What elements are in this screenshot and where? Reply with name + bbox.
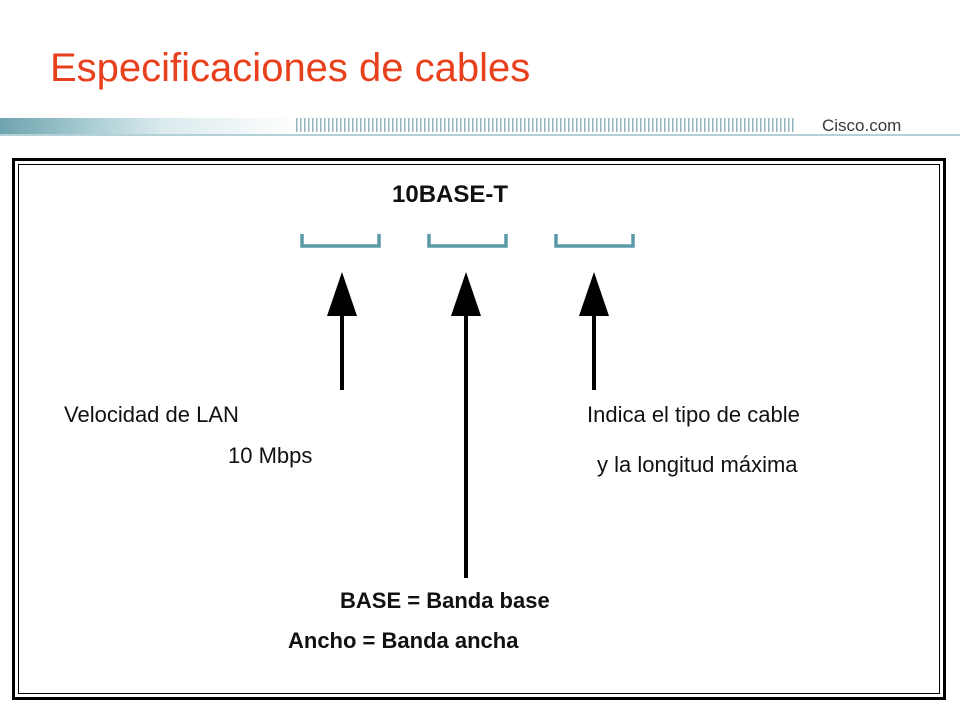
arrow-speed-head <box>327 272 357 316</box>
arrow-group <box>327 272 609 578</box>
cable-type-label-line1: Indica el tipo de cable <box>587 402 800 427</box>
diagram-inner-border <box>18 164 940 694</box>
bracket-cable-type <box>554 234 635 248</box>
cable-type-label-line2: y la longitud máxima <box>597 452 798 477</box>
speed-label-line2: 10 Mbps <box>228 443 313 468</box>
arrow-signaling-head <box>451 272 481 316</box>
bracket-group <box>300 234 635 248</box>
cisco-brand-logo: Cisco.com <box>822 116 902 135</box>
standard-code-label: 10BASE-T <box>392 181 509 208</box>
header-band-graphic <box>0 118 960 136</box>
signaling-label-line1: BASE = Banda base <box>340 588 550 613</box>
diagram-frame <box>12 158 946 700</box>
arrow-cable-type-head <box>579 272 609 316</box>
header-band <box>0 112 960 136</box>
signaling-label-line2: Ancho = Banda ancha <box>288 628 519 653</box>
bracket-speed <box>300 234 381 248</box>
speed-label-line1: Velocidad de LAN <box>64 402 239 427</box>
bracket-signaling <box>427 234 508 248</box>
slide-title: Especificaciones de cables <box>50 46 531 90</box>
